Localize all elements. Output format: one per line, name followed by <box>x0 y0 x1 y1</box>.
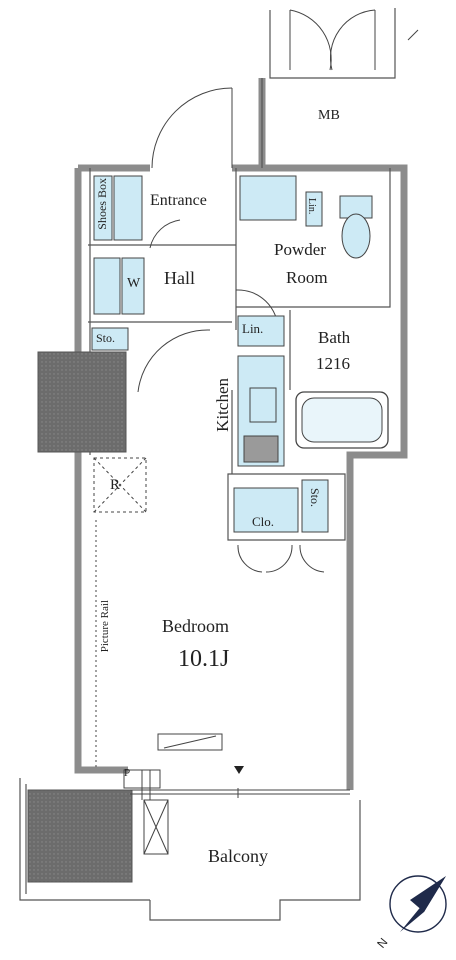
room-label-kitchen: Kitchen <box>213 378 232 432</box>
shoes-box-inner <box>113 175 143 241</box>
w-closet-fixture <box>93 257 121 315</box>
powder-basin <box>239 175 297 221</box>
fridge-space <box>93 457 147 513</box>
balcony-storage-block <box>27 789 133 883</box>
room-label-sto-hall: Sto. <box>96 331 116 345</box>
room-label-sto-closet: Sto. <box>308 488 322 508</box>
room-label-shoes-box: Shoes Box <box>95 178 109 230</box>
room-label-clo: Clo. <box>252 514 275 529</box>
closet-box <box>233 487 299 533</box>
room-label-bedroom: Bedroom <box>162 616 229 636</box>
room-label-hall: Hall <box>164 268 195 288</box>
kitchen-stove <box>243 435 279 463</box>
sto-hall-box <box>91 327 129 351</box>
room-label-mb: MB <box>318 108 340 123</box>
room-label-r: R <box>110 477 121 493</box>
room-label-entrance: Entrance <box>150 192 207 209</box>
room-label-bath: Bath <box>318 328 351 347</box>
room-label-bath-size: 1216 <box>316 354 350 373</box>
room-label-bedroom-size: 10.1J <box>178 646 230 672</box>
duct-column <box>37 351 127 453</box>
balcony-window <box>130 770 350 800</box>
label-picture-rail: Picture Rail <box>99 600 111 653</box>
w-closet-inner <box>121 257 145 315</box>
window-marker <box>234 766 244 774</box>
room-label-lin-kitchen: Lin. <box>242 321 264 336</box>
closet-doors <box>237 544 325 573</box>
bathtub-inner <box>301 397 383 443</box>
room-label-room: Room <box>286 268 328 287</box>
toilet-bowl <box>341 213 371 259</box>
room-label-lin-top: Lin. <box>306 198 317 215</box>
bathtub <box>295 391 389 449</box>
label-p: P <box>124 767 131 779</box>
inner-walls <box>88 8 396 541</box>
room-label-balcony: Balcony <box>208 846 268 866</box>
balcony-outline <box>19 778 361 921</box>
sto-closet-box <box>301 479 329 533</box>
compass <box>389 875 447 933</box>
air-conditioner <box>157 733 223 751</box>
room-label-w: W <box>127 276 141 291</box>
mb-doors <box>289 9 419 71</box>
shoes-box-fixture <box>93 175 113 241</box>
powder-lin-box <box>305 191 323 227</box>
kitchen-sink <box>249 387 277 423</box>
entrance-door <box>151 87 233 169</box>
room-label-powder: Powder <box>274 240 326 259</box>
lin-kitchen-box <box>237 315 285 347</box>
balcony-duct <box>123 769 169 855</box>
